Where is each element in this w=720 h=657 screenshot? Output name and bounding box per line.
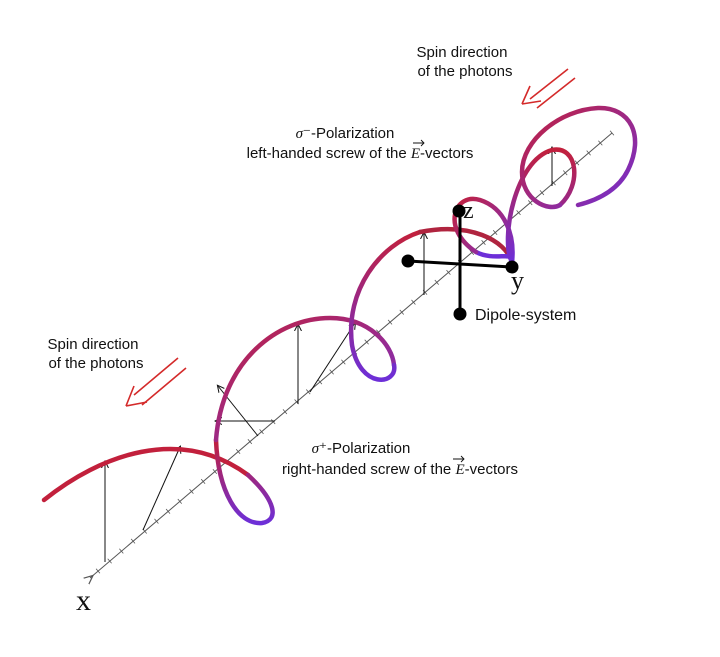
axis-tick xyxy=(364,339,369,345)
sigma-minus-vec-arrow xyxy=(413,139,425,147)
axis-tick xyxy=(609,130,615,136)
axis-tick xyxy=(130,538,136,544)
axis-tick xyxy=(235,449,241,455)
sigma-minus-title: σ⁻-Polarization xyxy=(296,125,395,142)
e-field-vectors xyxy=(105,148,552,562)
sigma-minus-description: left-handed screw of the E-vectors xyxy=(247,145,474,162)
axis-tick xyxy=(212,468,218,474)
axis-z-label: z xyxy=(463,198,474,224)
axis-tick xyxy=(527,200,533,206)
axis-tick xyxy=(282,409,288,415)
helix-segment xyxy=(41,446,251,503)
spin-arrow-bottom xyxy=(125,357,187,407)
axis-tick xyxy=(411,299,416,305)
e-vector xyxy=(309,323,355,393)
axis-tick xyxy=(154,518,159,524)
axis-tick xyxy=(107,558,112,564)
axis-tick xyxy=(165,508,171,514)
axis-tick xyxy=(399,309,405,315)
axis-tick xyxy=(539,190,545,196)
axis-tick xyxy=(516,210,521,216)
axis-tick xyxy=(270,419,276,425)
helix-segment xyxy=(348,229,423,382)
sigma-plus-description: right-handed screw of the E-vectors xyxy=(282,461,518,478)
sigma-plus-desc-suffix: -vectors xyxy=(465,461,518,478)
axis-y-label: y xyxy=(511,266,524,295)
helix-segment xyxy=(213,315,397,443)
axis-tick xyxy=(329,369,334,375)
axis-tick xyxy=(469,249,475,255)
e-vector xyxy=(142,447,180,531)
propagation-axis xyxy=(90,132,613,578)
spin-top-line2: of the photons xyxy=(417,63,512,80)
axis-tick xyxy=(189,488,194,494)
axis-tick xyxy=(317,379,323,385)
sigma-minus-vec: E xyxy=(410,146,420,162)
axis-tick xyxy=(387,319,393,325)
dipole-dot-z xyxy=(452,204,466,218)
axis-tick xyxy=(341,359,346,365)
axis-tick xyxy=(247,439,253,445)
axis-tick xyxy=(259,429,264,435)
spin-arrow-top xyxy=(521,68,576,109)
helix-segment xyxy=(505,147,577,265)
sigma-plus-suffix: -Polarization xyxy=(327,440,410,457)
dipole-dot-bottom xyxy=(453,307,467,321)
axis-ticks xyxy=(95,130,615,574)
axis-tick xyxy=(376,329,381,335)
spin-top-line1: Spin direction xyxy=(417,44,508,61)
axis-tick xyxy=(586,150,591,156)
dipole-system-label: Dipole-system xyxy=(475,307,576,324)
helix-segment xyxy=(519,105,638,210)
axis-tick xyxy=(177,498,183,504)
sigma-minus-desc-prefix: left-handed screw of the xyxy=(247,145,411,162)
spin-bottom-line1: Spin direction xyxy=(48,336,139,353)
axis-tick xyxy=(562,170,568,176)
helix-segment xyxy=(452,196,515,265)
sigma-plus-title: σ⁺-Polarization xyxy=(312,440,411,457)
sigma-minus-suffix: -Polarization xyxy=(311,125,394,142)
sigma-plus-symbol: σ⁺ xyxy=(312,441,327,457)
axis-x-label: x xyxy=(76,584,91,617)
spin-bottom-line2: of the photons xyxy=(48,355,143,372)
axis-tick xyxy=(305,389,311,395)
dipole-dot-y xyxy=(505,260,519,274)
helix-spiral xyxy=(41,105,638,526)
sigma-plus-vec: E xyxy=(454,462,464,478)
dipole-axis-horizontal xyxy=(407,259,513,269)
axis-tick xyxy=(598,140,603,146)
axis-tick xyxy=(200,478,206,484)
dipole-system xyxy=(401,204,519,321)
axis-tick xyxy=(492,230,498,236)
axis-tick xyxy=(434,279,440,285)
helix-segment xyxy=(213,437,275,526)
axis-tick xyxy=(119,548,124,554)
axis-tick xyxy=(481,239,486,246)
dipole-dot-left xyxy=(401,254,415,268)
sigma-plus-desc-prefix: right-handed screw of the xyxy=(282,461,455,478)
sigma-plus-vec-arrow xyxy=(453,455,465,463)
sigma-minus-symbol: σ⁻ xyxy=(296,126,311,142)
axis-tick xyxy=(95,568,101,574)
axis-tick xyxy=(446,269,451,275)
sigma-minus-desc-suffix: -vectors xyxy=(420,145,473,162)
axis-tick xyxy=(574,160,580,166)
